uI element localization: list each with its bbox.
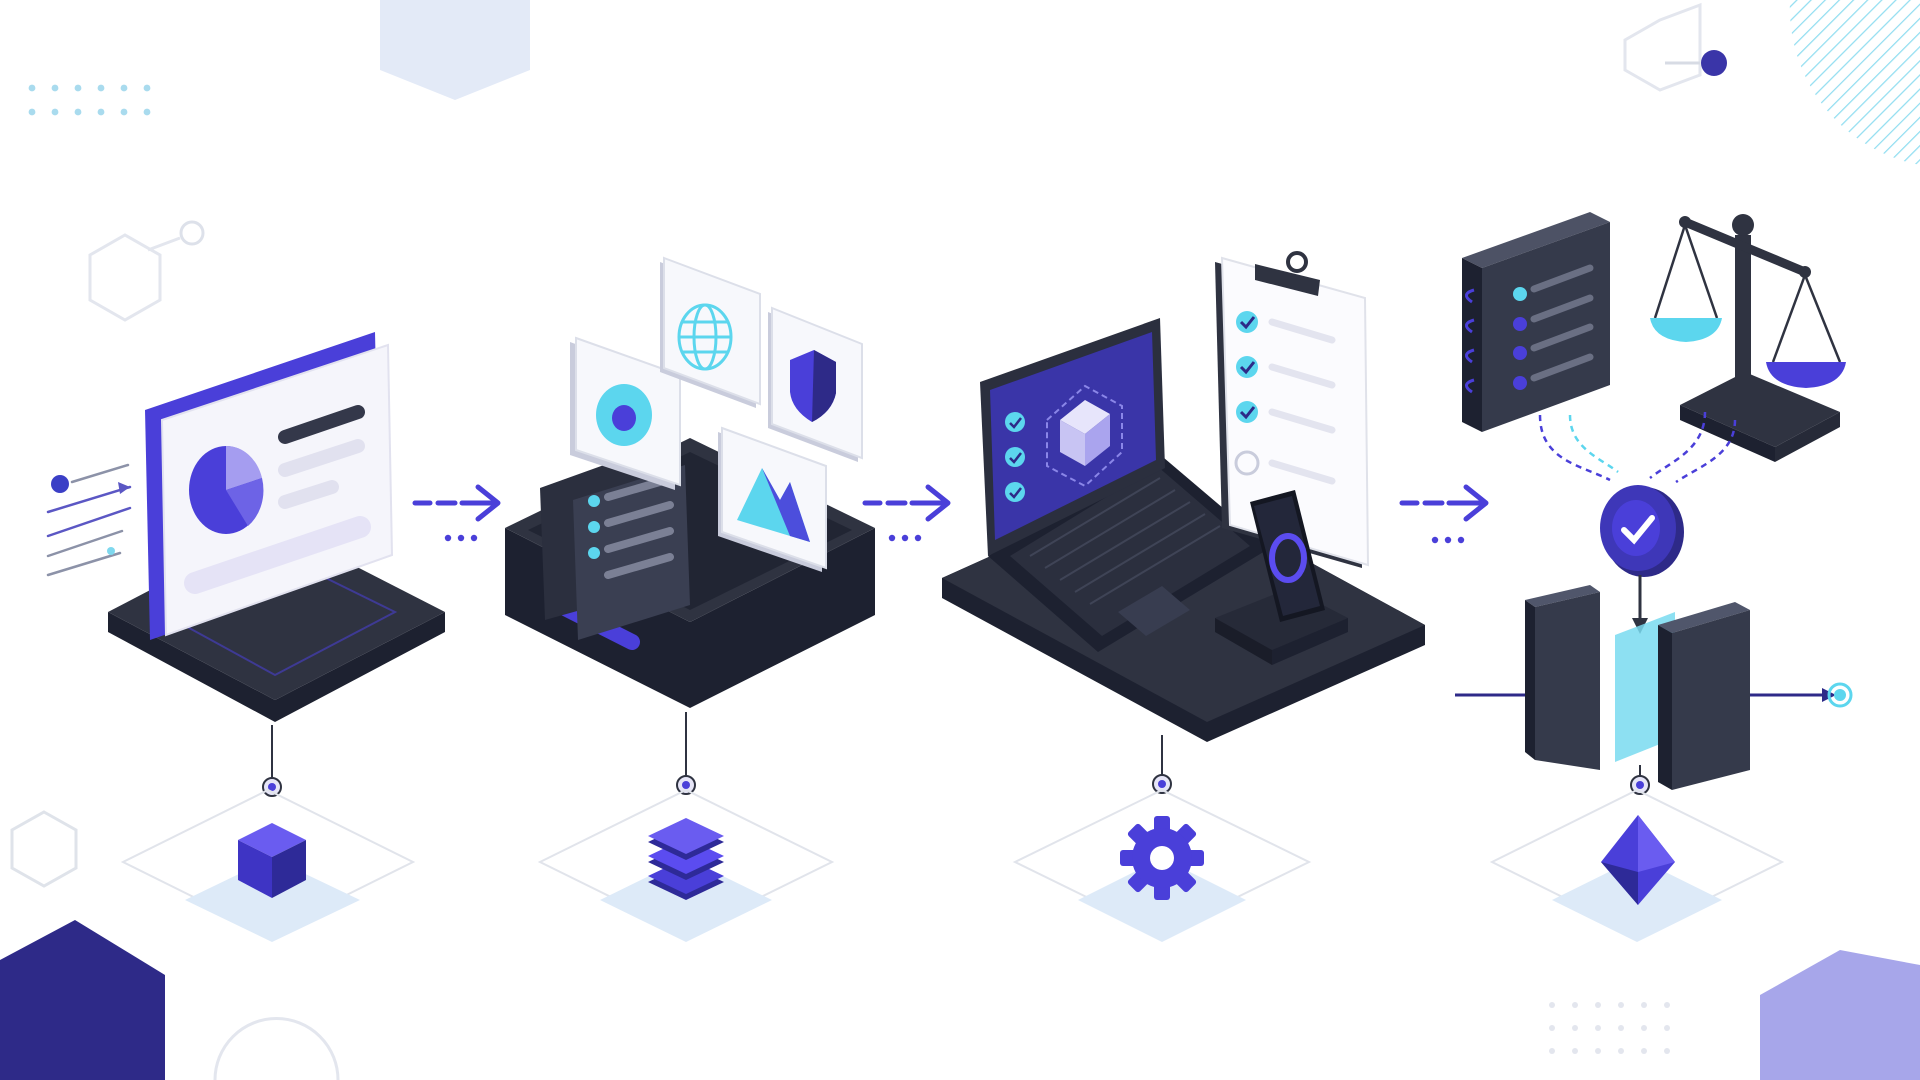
bg-hatched-quarter (1789, 0, 1920, 165)
connector-arrow-3 (1399, 484, 1489, 544)
clipboard-icon (1215, 251, 1370, 568)
bg-ring-bottom (213, 1017, 340, 1080)
laptop-icon (980, 318, 1270, 652)
bg-hexagon-outline-left (88, 233, 162, 322)
check-icon (1005, 412, 1025, 432)
stage-stems (262, 712, 1650, 797)
stage-4-emblem (1489, 788, 1785, 942)
connector-arrow-2 (862, 484, 951, 542)
pie-chart-icon (189, 445, 264, 534)
check-icon (1005, 447, 1025, 467)
bg-periwinkle-shape (1760, 950, 1920, 1080)
cube-icon (238, 823, 306, 898)
connector-arrow-1 (412, 484, 501, 542)
stage-1-incoming-lines (46, 463, 132, 577)
stage-2-emblem (537, 788, 835, 942)
record-icon (570, 336, 681, 490)
shield-icon (768, 306, 863, 462)
check-icon (1236, 311, 1258, 333)
checklist-icon (540, 452, 690, 640)
verified-badge-icon (1600, 485, 1684, 577)
stage-3-workstation (942, 251, 1425, 742)
check-icon (1005, 482, 1025, 502)
diamond-icon (1601, 815, 1675, 905)
bg-dot-grid-bottom-right (1549, 1002, 1670, 1054)
stacked-layers-icon (648, 818, 724, 900)
phone-icon (1215, 490, 1348, 665)
balance-scale-icon (1650, 214, 1846, 462)
stage-4-compliance (1455, 212, 1853, 790)
ring-progress-icon (1269, 533, 1307, 583)
check-icon (1236, 356, 1258, 378)
bg-ring-small (179, 220, 205, 246)
bg-dot-grid-top-left (28, 84, 151, 116)
bg-dot-accent-top-right (1701, 50, 1727, 76)
check-icon (1236, 401, 1258, 423)
bg-hexagon-top (380, 0, 530, 100)
gate-pillars-icon (1455, 585, 1853, 790)
gear-icon (1120, 816, 1204, 900)
bg-hexagon-outline-bottom-left (10, 810, 78, 888)
stage-3-emblem (1012, 788, 1312, 942)
stage-2-tray (505, 256, 875, 708)
stage-1-dashboard (46, 332, 445, 722)
bg-navy-shape (0, 920, 165, 1080)
binder-checklist-icon (1462, 212, 1610, 432)
bg-hexagon-outline-top-right (1623, 2, 1702, 92)
stage-1-emblem (120, 788, 416, 942)
stage-1-platform-side (108, 612, 445, 722)
cube-icon (1046, 384, 1123, 488)
globe-icon (660, 256, 761, 408)
mountain-image-icon (718, 426, 827, 572)
